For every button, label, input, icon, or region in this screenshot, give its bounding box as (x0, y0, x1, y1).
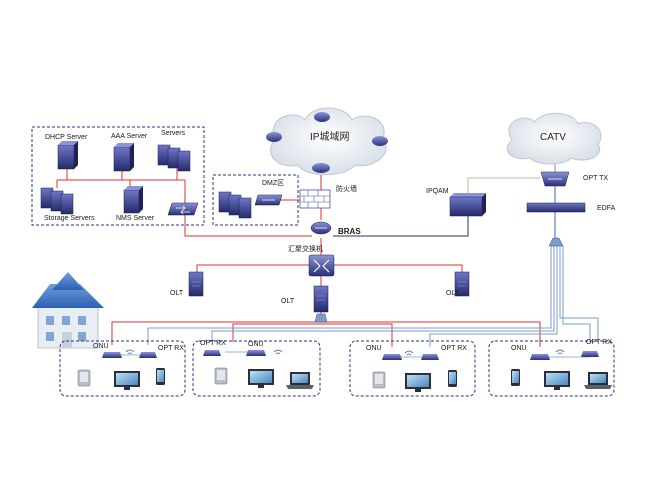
home-2-wifi-icon (273, 349, 283, 355)
label-olt-right: OLT (446, 290, 460, 297)
metro-router-icon-1[interactable] (266, 132, 282, 142)
ip-metro-cloud (266, 107, 388, 176)
label-ipqam: IPQAM (426, 188, 449, 195)
label-bras: BRAS (338, 227, 361, 236)
olt-splitter-icon (314, 313, 328, 323)
label-home3-optrx: OPT RX (441, 345, 467, 352)
dmz-servers-icon[interactable] (218, 191, 252, 219)
home-3-optrx-icon[interactable] (421, 354, 439, 360)
label-home1-optrx: OPT RX (158, 345, 184, 352)
home-3-onu-icon[interactable] (382, 354, 402, 360)
residential-building-icon (32, 272, 104, 349)
home-3-tv-icon[interactable] (405, 373, 431, 392)
aaa-server-icon[interactable] (113, 143, 134, 172)
opt-tx-icon[interactable] (540, 171, 570, 187)
home-4-wifi-icon (555, 349, 565, 355)
olt-left-icon[interactable] (188, 271, 204, 297)
server-cluster (31, 126, 205, 226)
home-4-tv-icon[interactable] (544, 371, 570, 390)
olt-center-icon[interactable] (313, 285, 329, 313)
home-1 (59, 340, 186, 397)
metro-router-icon-4[interactable] (312, 163, 330, 173)
metro-router-icon-2[interactable] (314, 112, 330, 122)
home-2-tv-icon[interactable] (248, 369, 274, 388)
home-1-border (59, 340, 186, 397)
label-home2-optrx: OPT RX (200, 340, 226, 347)
home-3-phone-icon[interactable] (372, 371, 386, 389)
home-4-mobile-icon[interactable] (511, 369, 520, 386)
home-4-border (488, 340, 615, 397)
label-opt-tx: OPT TX (583, 175, 609, 182)
label-edfa: EDFA (597, 205, 616, 212)
label-storage-servers: Storage Servers (44, 215, 95, 222)
metro-router-icon-3[interactable] (372, 136, 388, 146)
home-2-border (192, 340, 321, 397)
home-2-optrx-icon[interactable] (203, 350, 221, 356)
home-1-optrx-icon[interactable] (139, 352, 157, 358)
edfa-icon[interactable] (526, 202, 586, 213)
home-4-laptop-icon[interactable] (584, 372, 612, 389)
home-3-wifi-icon (404, 350, 414, 356)
olt-right-icon[interactable] (454, 271, 470, 297)
aggregation-switch-icon[interactable] (308, 254, 335, 277)
label-dhcp-server: DHCP Server (45, 134, 88, 141)
label-ip-metro: IP城域网 (310, 132, 350, 143)
bras-router-icon[interactable] (310, 221, 332, 235)
home-2-onu-icon[interactable] (246, 350, 266, 356)
edfa-splitter-icon (548, 237, 564, 247)
home-2-phone-icon[interactable] (214, 367, 228, 385)
home-3-border (349, 340, 476, 397)
storage-servers-icon[interactable] (40, 187, 74, 215)
home-1-wifi-icon (125, 349, 135, 355)
dmz-switch-icon[interactable] (254, 194, 283, 206)
label-olt-left: OLT (170, 290, 184, 297)
label-servers: Servers (161, 130, 186, 137)
nms-server-icon[interactable] (123, 186, 143, 214)
catv-cloud (506, 112, 602, 165)
home-1-onu-icon[interactable] (102, 352, 122, 358)
home-4 (488, 340, 615, 397)
label-nms-server: NMS Server (116, 215, 155, 222)
home-2-laptop-icon[interactable] (286, 372, 314, 389)
label-catv: CATV (540, 132, 566, 143)
label-home4-onu: ONU (511, 345, 527, 352)
server-cluster-border (31, 126, 205, 226)
server-switch-icon[interactable] (167, 202, 199, 216)
label-aaa-server: AAA Server (111, 133, 148, 140)
label-aggregation-switch: 汇聚交换机 (288, 246, 323, 253)
connection-lines (56, 160, 599, 358)
home-4-onu-icon[interactable] (530, 354, 550, 360)
label-home4-optrx: OPT RX (586, 339, 612, 346)
home-1-tv-icon[interactable] (114, 371, 140, 390)
home-3-mobile-icon[interactable] (448, 370, 457, 387)
label-firewall: 防火墙 (336, 186, 357, 193)
home-4-optrx-icon[interactable] (581, 351, 599, 357)
label-home3-onu: ONU (366, 345, 382, 352)
firewall-icon[interactable] (299, 189, 331, 209)
label-dmz: DMZ区 (262, 180, 285, 187)
dmz-zone-border (212, 174, 299, 226)
ipqam-icon[interactable] (449, 193, 486, 217)
label-olt-center: OLT (281, 298, 295, 305)
label-home2-onu: ONU (248, 341, 264, 348)
dhcp-server-icon[interactable] (57, 141, 78, 170)
label-home1-onu: ONU (93, 343, 109, 350)
home-3 (349, 340, 476, 397)
home-2 (192, 340, 321, 397)
servers-rack-icon[interactable] (157, 144, 191, 172)
dmz-zone (212, 174, 299, 226)
home-1-phone-icon[interactable] (77, 369, 91, 387)
home-1-mobile-icon[interactable] (156, 368, 165, 385)
